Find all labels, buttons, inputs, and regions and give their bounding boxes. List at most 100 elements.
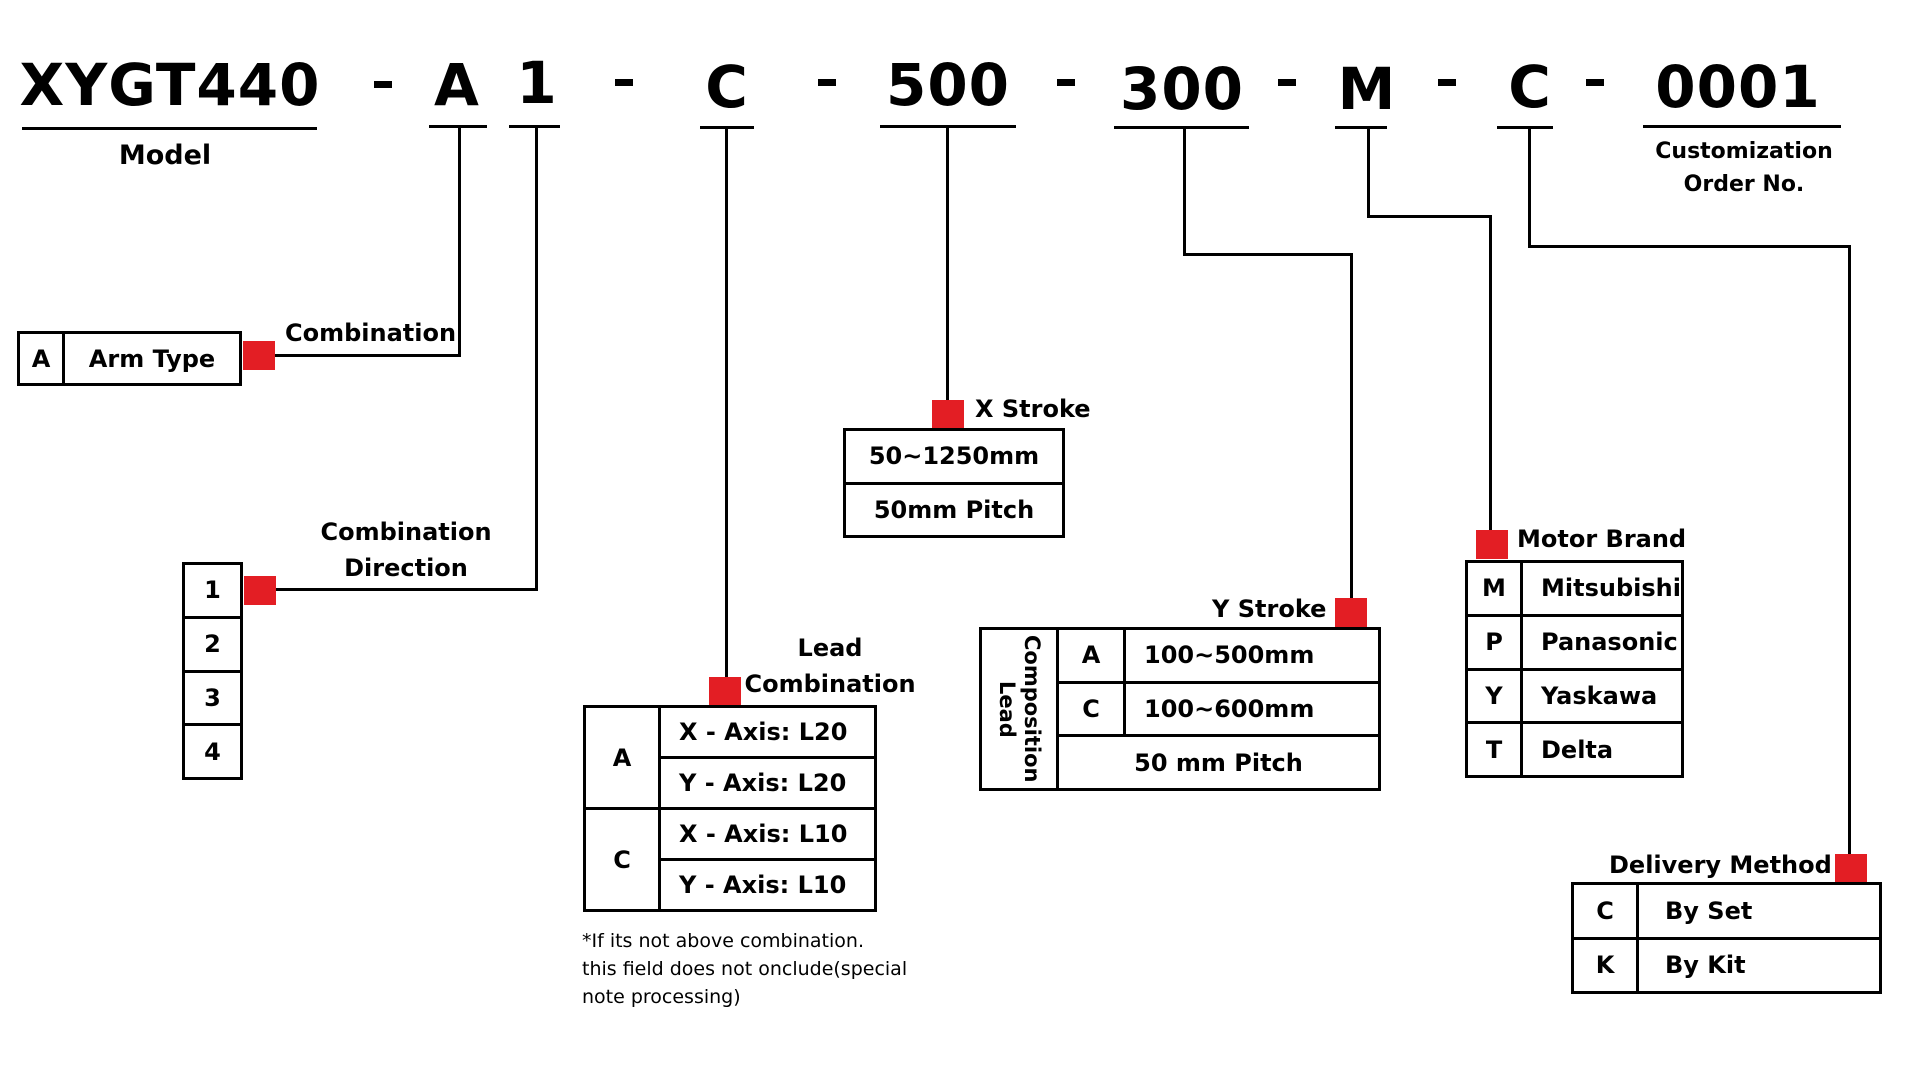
lead-row: X - Axis: L10: [658, 807, 877, 861]
table-row: Y - Axis: L20: [585, 756, 877, 810]
table-row: 50mm Pitch: [843, 481, 1065, 538]
marker-square-icon: [1335, 598, 1367, 627]
lead-code: A: [583, 705, 661, 810]
y-stroke-title: Y Stroke: [1212, 595, 1327, 623]
delivery-underline: [1497, 126, 1553, 129]
arm-type-underline: [429, 125, 487, 128]
motor-brand: Panasonic: [1520, 613, 1684, 671]
table-row: A Arm Type: [17, 331, 242, 386]
direction-option: 1: [182, 562, 243, 619]
customization-underline: [1643, 125, 1841, 128]
direction-option: 2: [182, 615, 243, 673]
y-stroke-code: C: [1056, 680, 1126, 738]
model-caption: Model: [118, 140, 212, 171]
motor-brand-title: Motor Brand: [1517, 525, 1687, 553]
connector-lead: [725, 127, 728, 679]
table-row: 3: [182, 669, 243, 727]
direction-option: 3: [182, 669, 243, 727]
segment-customization-order: 0001: [1655, 53, 1821, 121]
connector-motor: [1367, 215, 1492, 218]
lead-row: Y - Axis: L20: [658, 756, 877, 810]
table-row: K By Kit: [1571, 936, 1882, 994]
table-row: 4: [182, 723, 243, 780]
motor-underline: [1335, 126, 1387, 129]
separator-dash: [1586, 79, 1604, 86]
table-row: A X - Axis: L20: [583, 705, 877, 810]
connector-y-stroke: [1183, 127, 1186, 256]
connector-delivery: [1528, 245, 1851, 248]
segment-combination-direction: 1: [516, 49, 558, 117]
motor-brand-table: M Mitsubishi P Panasonic Y Yaskawa T Del…: [1465, 560, 1684, 778]
arm-type-desc: Arm Type: [62, 331, 242, 386]
motor-brand: Delta: [1520, 721, 1684, 778]
table-row: Y Yaskawa: [1465, 667, 1684, 725]
lead-table: A X - Axis: L20 Y - Axis: L20 C X - Axis…: [583, 705, 877, 912]
arm-type-title: Combination: [285, 319, 457, 347]
x-stroke-table: 50~1250mm 50mm Pitch: [843, 428, 1065, 538]
motor-code: P: [1465, 613, 1523, 671]
table-row: C X - Axis: L10: [583, 807, 877, 912]
segment-lead-combination: C: [705, 53, 749, 121]
marker-square-icon: [932, 400, 964, 429]
direction-table: 1 2 3 4: [182, 562, 243, 780]
connector-delivery: [1848, 245, 1851, 857]
lead-title: Lead Combination: [744, 634, 916, 698]
y-stroke-pitch: 50 mm Pitch: [1056, 734, 1381, 791]
separator-dash: [1278, 79, 1296, 86]
table-row: T Delta: [1465, 721, 1684, 778]
x-stroke-title: X Stroke: [975, 395, 1091, 423]
lead-row: X - Axis: L20: [658, 705, 877, 759]
delivery-code: K: [1571, 936, 1639, 994]
table-row: Y - Axis: L10: [585, 858, 877, 912]
marker-square-icon: [1476, 530, 1508, 559]
lead-row: Y - Axis: L10: [658, 858, 877, 912]
separator-dash: [818, 79, 836, 86]
delivery-title: Delivery Method: [1609, 851, 1832, 879]
table-row: P Panasonic: [1465, 613, 1684, 671]
motor-code: T: [1465, 721, 1523, 778]
table-row: 2: [182, 615, 243, 673]
marker-square-icon: [244, 576, 276, 605]
connector-arm-type: [274, 354, 461, 357]
motor-brand: Mitsubishi: [1520, 560, 1684, 617]
table-row: C By Set: [1571, 882, 1882, 940]
marker-square-icon: [243, 341, 275, 370]
connector-delivery: [1528, 127, 1531, 248]
connector-arm-type: [458, 127, 461, 357]
separator-dash: [1057, 79, 1075, 86]
model-underline: [22, 127, 317, 130]
connector-motor: [1489, 215, 1492, 532]
motor-code: Y: [1465, 667, 1523, 725]
y-stroke-range: 100~600mm: [1123, 680, 1381, 738]
connector-direction: [276, 588, 538, 591]
delivery-desc: By Kit: [1636, 936, 1882, 994]
lead-code: C: [583, 807, 661, 912]
y-stroke-underline: [1114, 126, 1249, 129]
x-stroke-range: 50~1250mm: [843, 428, 1065, 485]
direction-option: 4: [182, 723, 243, 780]
connector-y-stroke: [1183, 253, 1353, 256]
table-row: M Mitsubishi: [1465, 560, 1684, 617]
marker-square-icon: [1835, 854, 1867, 883]
table-row: 50 mm Pitch: [981, 734, 1381, 791]
table-row: 50~1250mm: [843, 428, 1065, 485]
table-row: C 100~600mm: [981, 680, 1381, 738]
delivery-table: C By Set K By Kit: [1571, 882, 1882, 994]
arm-type-table: A Arm Type: [17, 331, 242, 386]
separator-dash: [1438, 79, 1456, 86]
segment-delivery-method: C: [1508, 53, 1552, 121]
separator-dash: [615, 79, 633, 86]
y-stroke-side-label: Composition Lead: [979, 627, 1059, 791]
x-stroke-pitch: 50mm Pitch: [843, 481, 1065, 538]
connector-x-stroke: [946, 127, 949, 403]
y-stroke-code: A: [1056, 627, 1126, 684]
motor-code: M: [1465, 560, 1523, 617]
direction-title: Combination Direction: [320, 518, 492, 582]
table-row: 1: [182, 562, 243, 619]
marker-square-icon: [709, 677, 741, 706]
direction-underline: [509, 125, 560, 128]
customization-caption: Customization Order No.: [1655, 139, 1833, 197]
x-stroke-underline: [880, 125, 1016, 128]
table-row: Composition Lead A 100~500mm: [979, 627, 1381, 791]
arm-type-code: A: [17, 331, 65, 386]
